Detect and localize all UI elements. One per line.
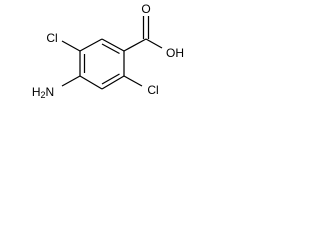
chlorine-top-label: Cl [46, 31, 57, 45]
amine-hydrogen-label: H [32, 85, 41, 99]
benzene-ring [79, 38, 125, 90]
amine-label: H2N [32, 85, 54, 100]
chlorine-bottom-label: Cl [147, 83, 158, 97]
ring-double-bond-c1-c2 [101, 43, 120, 55]
hydroxyl-label: OH [166, 46, 184, 60]
bond-ring-to-chlorine-bottom [123, 75, 143, 87]
bond-ring-to-amine [61, 75, 81, 87]
chlorine-substituent-bottom: Cl [123, 75, 159, 97]
ring-bond-c1-c2 [101, 38, 125, 52]
amine-subscript-label: 2 [40, 90, 45, 100]
ring-bond-c4-c5 [79, 75, 103, 90]
bond-ring-to-carboxyl-carbon [123, 38, 147, 52]
bond-ring-to-chlorine-top [61, 40, 81, 52]
ring-bond-c2-c3 [79, 38, 103, 52]
ring-bond-c5-c6 [101, 75, 125, 90]
carbonyl-oxygen-label: O [141, 2, 150, 16]
molecule-structure-diagram: O OH Cl Cl H2N [32, 2, 184, 100]
amine-substituent: H2N [32, 75, 81, 100]
chlorine-substituent-top: Cl [46, 31, 81, 52]
carboxyl-group: O OH [123, 2, 184, 60]
ring-double-bond-c5-c6 [101, 73, 120, 85]
amine-nitrogen-label: N [46, 85, 55, 99]
bond-carboxyl-to-hydroxyl [145, 38, 163, 49]
